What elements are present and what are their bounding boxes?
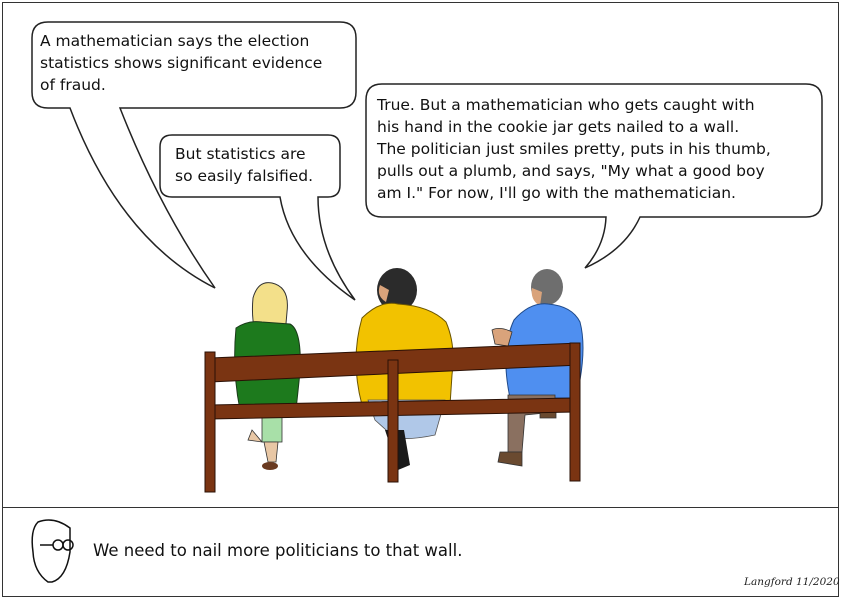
speech-bubble-middle — [159, 134, 356, 301]
speech-text-middle: But statistics are so easily falsified. — [175, 145, 314, 185]
speech-text-left: A mathematician says the election statis… — [40, 32, 323, 94]
artist-signature: Langford 11/2020 — [744, 576, 840, 588]
speech-text-right: True. But a mathematician who gets caugh… — [377, 96, 771, 202]
speech-bubble-right — [365, 83, 823, 269]
panel-divider — [2, 507, 839, 508]
footer-caption: We need to nail more politicians to that… — [93, 541, 463, 560]
speech-bubble-left — [31, 21, 357, 289]
park-bench — [204, 342, 581, 493]
narrator-face-icon — [31, 519, 74, 583]
